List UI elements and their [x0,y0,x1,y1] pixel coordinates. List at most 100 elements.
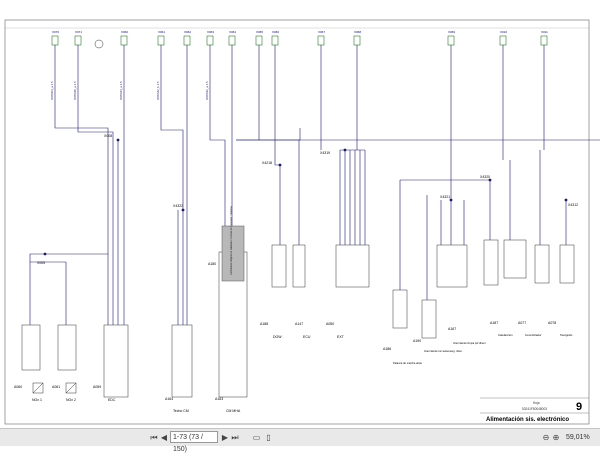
top-label: X069 [448,30,455,34]
module-text: Controlador dirigido en cableado / Unida… [230,205,233,275]
component-name: DGW [273,335,282,339]
component-box [421,299,437,339]
fuse-4 [157,35,165,60]
first-page-icon[interactable]: ⏮ [150,433,158,442]
schematic-sheet: X070 X071 X060 X061 X062 X063 X064 X065 … [4,19,600,425]
fuse-14 [540,35,548,60]
component-box [559,244,575,284]
zoom-out-icon[interactable]: ⊖ [542,433,550,442]
connector-node [43,252,47,256]
top-label: X066 [272,30,279,34]
component-box [436,244,468,288]
component-id: A188 [260,322,268,326]
component-name: Intermitente limpia psf direct. [453,341,486,345]
page-number: 9 [576,401,582,413]
connector-label: X4218 [262,161,272,165]
wire-code: WP0004_a 1.5 [50,81,54,100]
component-id: A050 [326,322,334,326]
top-label: X063 [207,30,214,34]
component-id: A180 [208,262,216,266]
sheet-title: Alimentación sis. electrónico [486,417,569,423]
zoom-in-icon[interactable]: ⊕ [552,433,560,442]
component-box [483,239,499,286]
top-label: X061 [158,30,165,34]
prev-page-icon[interactable]: ◀ [160,433,168,442]
component-box [171,324,193,398]
component-name: Inmovilizador [525,333,542,337]
fit-width-icon[interactable]: ▯ [266,433,271,442]
component-name: Calefacción [498,333,513,337]
top-label: X010 [500,30,507,34]
component-box [503,239,527,279]
component-name: Palanca de marcha atrás [393,361,423,365]
viewer-toolbar: ⏮ ◀ 1-73 (73 / 150) ▶ ⏭ ▭ ▯ ⊖ ⊕ 59,01% [0,428,600,453]
top-label: X071 [75,30,82,34]
top-label: X062 [184,30,191,34]
component-name: Intermitente luz autoemerg. direc. [424,349,463,353]
component-id: A078 [548,321,556,325]
top-label: X068 [354,30,361,34]
ground-symbol [94,39,104,49]
component-name: ECU [303,335,311,339]
top-label: X060 [121,30,128,34]
connector-label: X4319 [320,151,330,155]
top-label: X067 [318,30,325,34]
component-id: A060 [14,385,22,389]
fuse-5 [183,35,191,60]
fuse-2 [74,35,82,60]
fuse-13 [499,35,507,60]
connector-node [181,208,185,212]
connector-label: X4320 [480,175,490,179]
component-name: CM MHA [226,409,241,413]
component-box [103,324,129,398]
zoom-level[interactable]: 59,01% [566,434,590,441]
fuse-12 [447,35,455,60]
fuse-7 [228,35,236,60]
connector-node [564,198,568,202]
next-page-icon[interactable]: ▶ [221,433,229,442]
component-name: NOx 1 [32,398,42,402]
component-id: A077 [518,321,526,325]
fuse-9 [271,35,279,60]
component-id: A147 [295,322,303,326]
last-page-icon[interactable]: ⏭ [231,433,239,442]
component-id: A164 [165,397,173,401]
drawing-number: 53241F50048003 [522,407,547,411]
component-name: Techo CM [173,409,189,413]
sheet-label: Hoja [533,401,540,405]
component-id: A190 [413,339,421,343]
component-id: A059 [93,385,101,389]
component-name: EDC [108,398,116,402]
connector-label: X008 [104,134,112,138]
component-box [21,324,41,371]
connector-label: X4321 [440,195,450,199]
component-name: EXT [337,335,345,339]
component-name: Tacógrafo [560,333,573,337]
connector-node [449,198,453,202]
connector-node [278,163,282,167]
wire-code: WP0042_b 1.5 [156,81,160,100]
page-field[interactable]: 1-73 (73 / 150) [170,431,218,453]
connector-node [343,148,347,152]
wire-code: WP0038_a 1.5 [73,81,77,100]
title-block: Hoja 53241F50048003 9 Alimentación sis. … [480,397,589,423]
fuse-3 [120,35,128,60]
top-label: X070 [52,30,59,34]
wire-code: WP0046_a 1.5 [205,81,209,100]
component-id: A187 [490,321,498,325]
component-id: A163 [215,397,223,401]
wire-code: WP0044_a 1.5 [119,81,123,100]
fuse-6 [206,35,214,60]
top-label: X064 [229,30,236,34]
connector-label: X4322 [173,204,183,208]
component-id: A167 [448,327,456,331]
connector-label: X005 [37,261,45,265]
fit-page-icon[interactable]: ▭ [252,433,261,442]
component-box [57,324,77,371]
wiring [29,60,600,325]
fuse-1 [51,35,59,60]
connector-node [116,138,120,142]
controller-module [221,225,245,282]
component-box [335,244,370,288]
component-id: A186 [383,347,391,351]
